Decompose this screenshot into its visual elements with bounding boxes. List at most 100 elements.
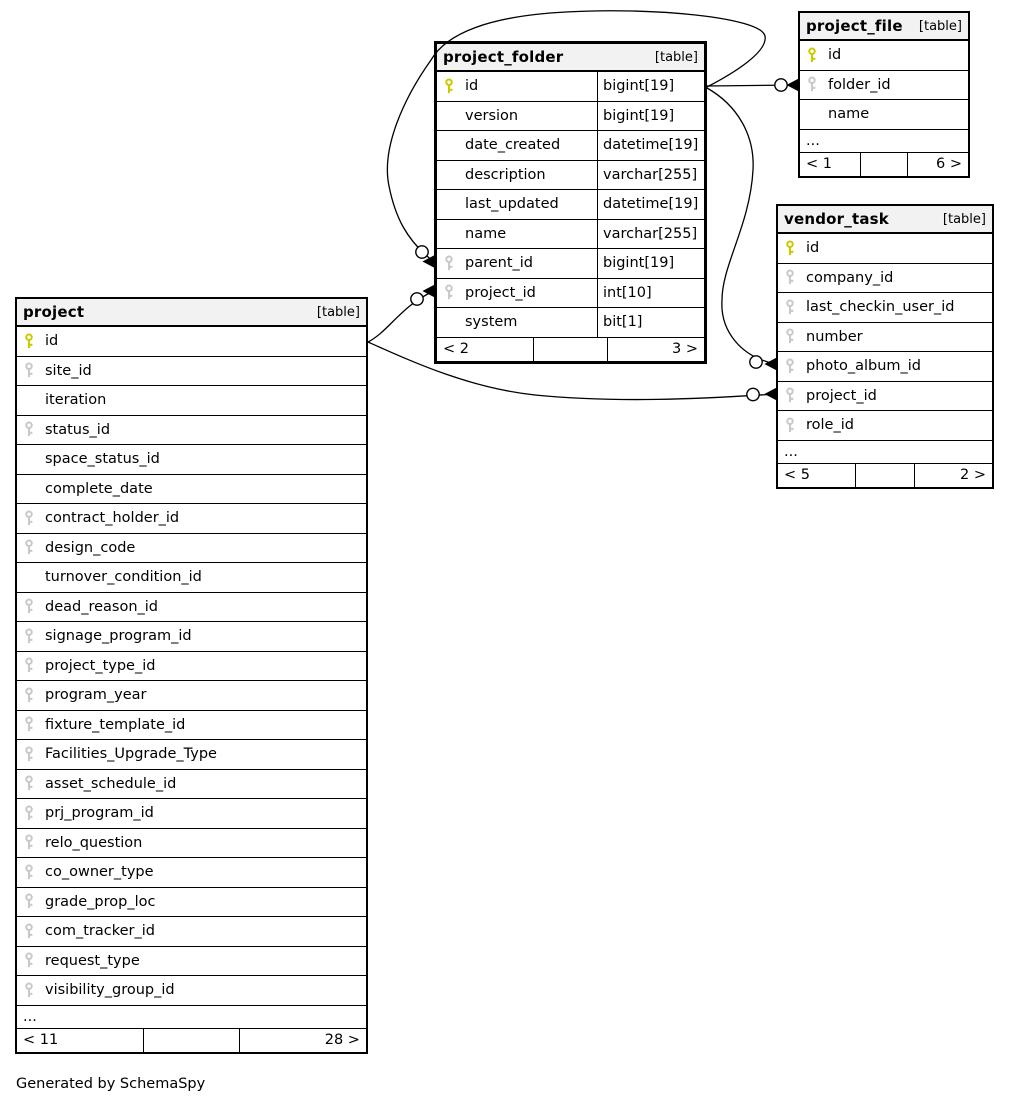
foreign-key-icon <box>784 387 806 404</box>
column-row-system[interactable]: system bit[1] <box>437 308 704 338</box>
column-row-program_year[interactable]: program_year <box>17 681 366 711</box>
column-row-last_checkin_user_id[interactable]: last_checkin_user_id <box>778 293 992 323</box>
hidden-columns-ellipsis: ... <box>778 441 992 464</box>
column-row-id[interactable]: id bigint[19] <box>437 72 704 102</box>
column-row-number[interactable]: number <box>778 323 992 352</box>
column-row-name[interactable]: name <box>800 100 968 130</box>
table-title[interactable]: project_folder <box>443 48 564 66</box>
column-row-Facilities_Upgrade_Type[interactable]: Facilities_Upgrade_Type <box>17 740 366 770</box>
column-row-design_code[interactable]: design_code <box>17 534 366 563</box>
column-row-signage_program_id[interactable]: signage_program_id <box>17 622 366 652</box>
footer-children-count: 2 > <box>959 467 986 483</box>
footer-children-count: 6 > <box>935 156 962 172</box>
column-type: bit[1] <box>597 308 704 337</box>
primary-key-icon <box>784 240 806 257</box>
column-type: bigint[19] <box>597 249 704 278</box>
footer-spacer <box>533 337 608 361</box>
primary-key-icon <box>23 333 45 350</box>
column-row-complete_date[interactable]: complete_date <box>17 475 366 504</box>
foreign-key-icon <box>23 834 45 851</box>
column-name: parent_id <box>465 255 534 272</box>
column-name: contract_holder_id <box>45 510 180 527</box>
foreign-key-icon <box>23 598 45 615</box>
foreign-key-icon <box>784 328 806 345</box>
column-row-co_owner_type[interactable]: co_owner_type <box>17 858 366 888</box>
foreign-key-icon <box>23 362 45 379</box>
foreign-key-icon <box>23 539 45 556</box>
foreign-key-icon <box>23 716 45 733</box>
column-name: last_checkin_user_id <box>806 299 955 316</box>
foreign-key-icon <box>443 255 465 272</box>
table-title[interactable]: project_file <box>806 17 903 35</box>
primary-key-icon <box>443 78 465 95</box>
table-title[interactable]: vendor_task <box>784 210 889 228</box>
column-row-id[interactable]: id <box>778 234 992 264</box>
cardinality-circle-marker <box>749 355 763 369</box>
column-row-photo_album_id[interactable]: photo_album_id <box>778 352 992 382</box>
column-row-dead_reason_id[interactable]: dead_reason_id <box>17 593 366 622</box>
foreign-key-icon <box>23 952 45 969</box>
column-row-project_type_id[interactable]: project_type_id <box>17 652 366 681</box>
column-row-space_status_id[interactable]: space_status_id <box>17 445 366 475</box>
column-row-grade_prop_loc[interactable]: grade_prop_loc <box>17 888 366 917</box>
table-type-label: [table] <box>654 49 698 65</box>
table-vendor-task: vendor_task [table] id company_id last_check… <box>776 204 994 489</box>
column-type: varchar[255] <box>597 219 704 248</box>
column-name: folder_id <box>828 76 891 93</box>
column-row-role_id[interactable]: role_id <box>778 411 992 441</box>
column-row-company_id[interactable]: company_id <box>778 264 992 293</box>
column-type: int[10] <box>597 278 704 307</box>
foreign-key-icon <box>23 982 45 999</box>
fk-arrowhead-icon <box>422 284 435 298</box>
column-name: prj_program_id <box>45 805 154 822</box>
column-type: bigint[19] <box>597 72 704 101</box>
column-name: system <box>465 314 518 331</box>
column-row-relo_question[interactable]: relo_question <box>17 829 366 858</box>
column-name: fixture_template_id <box>45 716 186 733</box>
column-row-project_id[interactable]: project_id <box>778 382 992 411</box>
column-row-parent_id[interactable]: parent_id bigint[19] <box>437 249 704 279</box>
column-row-iteration[interactable]: iteration <box>17 386 366 416</box>
column-row-site_id[interactable]: site_id <box>17 357 366 386</box>
column-row-fixture_template_id[interactable]: fixture_template_id <box>17 711 366 740</box>
column-row-contract_holder_id[interactable]: contract_holder_id <box>17 504 366 534</box>
cardinality-circle-marker <box>410 292 424 306</box>
column-row-com_tracker_id[interactable]: com_tracker_id <box>17 917 366 947</box>
edge-folder-id-to-vendor-photo-album-id <box>706 87 777 365</box>
table-type-label: [table] <box>942 211 986 227</box>
table-title[interactable]: project <box>23 303 85 321</box>
column-name: iteration <box>45 392 107 409</box>
column-row-status_id[interactable]: status_id <box>17 416 366 445</box>
column-row-prj_program_id[interactable]: prj_program_id <box>17 799 366 829</box>
column-name: request_type <box>45 952 140 969</box>
column-row-id[interactable]: id <box>800 41 968 71</box>
column-row-visibility_group_id[interactable]: visibility_group_id <box>17 976 366 1006</box>
column-row-project_id[interactable]: project_id int[10] <box>437 278 704 308</box>
column-name: asset_schedule_id <box>45 775 177 792</box>
table-type-label: [table] <box>918 18 962 34</box>
foreign-key-icon <box>23 893 45 910</box>
column-name: id <box>806 240 820 257</box>
table-header: project_folder [table] <box>437 44 704 72</box>
column-name: Facilities_Upgrade_Type <box>45 746 217 763</box>
column-row-asset_schedule_id[interactable]: asset_schedule_id <box>17 770 366 799</box>
column-name: com_tracker_id <box>45 923 155 940</box>
column-row-folder_id[interactable]: folder_id <box>800 71 968 100</box>
column-row-request_type[interactable]: request_type <box>17 947 366 976</box>
column-row-turnover_condition_id[interactable]: turnover_condition_id <box>17 563 366 593</box>
foreign-key-icon <box>23 510 45 527</box>
column-name: grade_prop_loc <box>45 893 156 910</box>
column-name: project_id <box>465 284 536 301</box>
column-name: id <box>465 78 479 95</box>
column-row-id[interactable]: id <box>17 327 366 357</box>
column-type: datetime[19] <box>597 190 704 219</box>
foreign-key-icon <box>23 775 45 792</box>
